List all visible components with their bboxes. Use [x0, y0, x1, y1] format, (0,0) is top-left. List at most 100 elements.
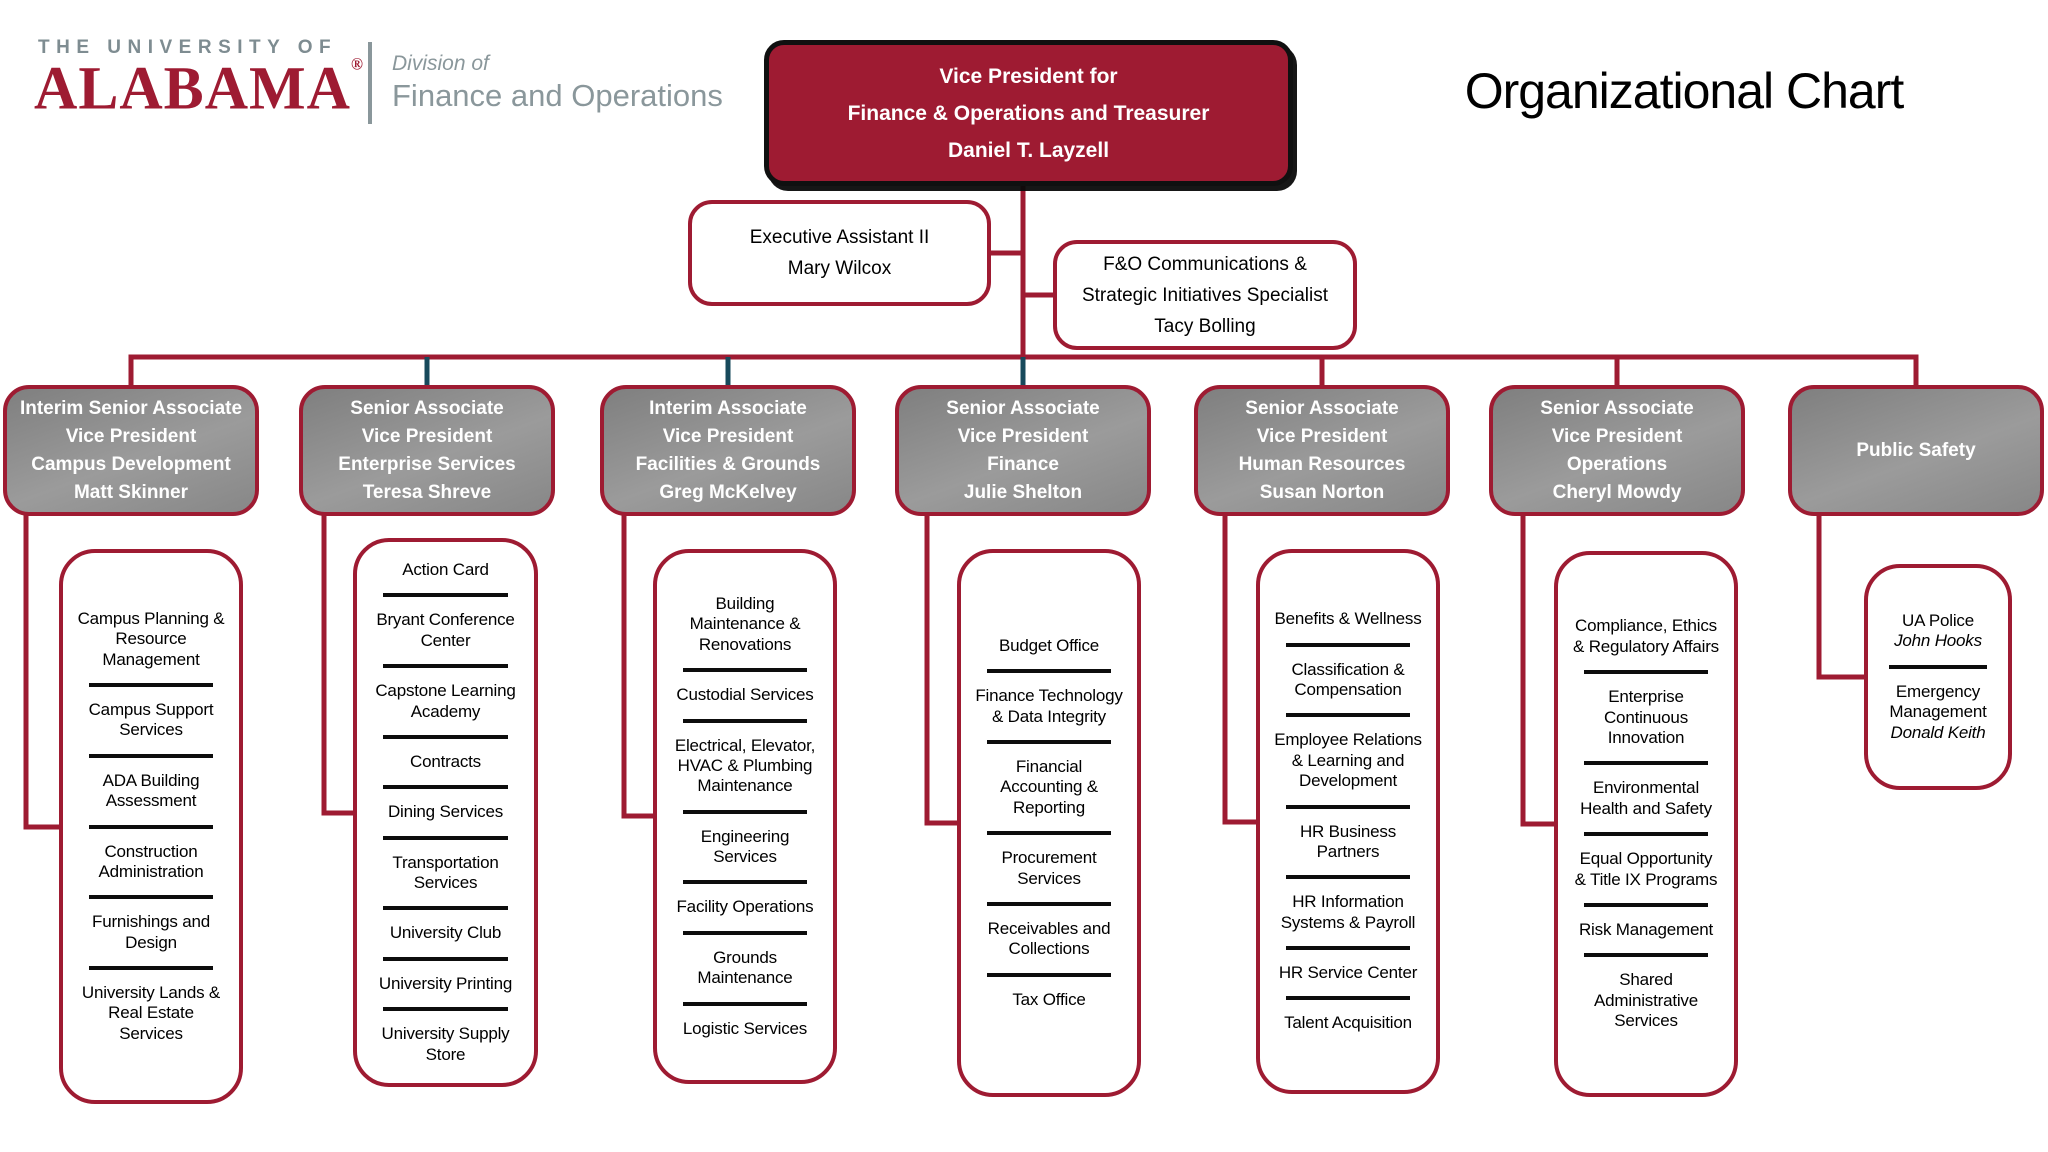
list-elbow-connector — [23, 513, 63, 830]
assistant-name: Mary Wilcox — [787, 258, 892, 279]
division-name: Finance and Operations — [392, 78, 723, 113]
division-header-line: Interim Associate — [649, 397, 807, 419]
item-divider — [382, 593, 509, 598]
division-header: Public Safety — [1788, 385, 2044, 516]
item-divider — [88, 824, 214, 829]
assistant-name: Tacy Bolling — [1154, 315, 1256, 337]
division-header-line: Vice President — [361, 425, 493, 447]
division-header-line: Greg McKelvey — [659, 481, 797, 503]
item-divider — [88, 895, 214, 900]
item-divider — [986, 669, 1112, 674]
org-unit-item: Classification & Compensation — [1291, 659, 1405, 699]
communications-specialist-box: F&O Communications & Strategic Initiativ… — [1053, 240, 1357, 350]
org-unit-item: Receivables and Collections — [987, 918, 1111, 959]
division-header-line: Matt Skinner — [73, 481, 189, 503]
org-unit-item: Grounds Maintenance — [697, 947, 793, 988]
item-divider — [382, 835, 509, 840]
org-unit-item: Employee Relations & Learning and Develo… — [1274, 730, 1422, 791]
division-header-line: Operations — [1566, 453, 1668, 475]
org-unit-item: Custodial Services — [676, 685, 814, 705]
list-elbow-connector — [1520, 513, 1558, 827]
division-header-line: Finance — [987, 453, 1059, 475]
org-unit-item: Dining Services — [387, 802, 504, 822]
alabama-wordmark-text: ALABAMA — [34, 54, 351, 122]
org-unit-item: Financial Accounting & Reporting — [1000, 757, 1098, 817]
item-divider — [1583, 902, 1709, 907]
list-elbow-connector — [1816, 513, 1868, 680]
org-unit-item: Shared Administrative Services — [1594, 970, 1698, 1031]
item-divider — [88, 682, 214, 687]
item-divider — [382, 956, 509, 961]
registered-mark: ® — [351, 56, 364, 74]
division-header-line: Vice President — [65, 425, 197, 447]
org-unit-item: Transportation Services — [392, 852, 499, 893]
list-elbow-connector — [621, 513, 657, 819]
logo-divider-bar — [368, 42, 372, 124]
division-header-line: Facilities & Grounds — [635, 453, 821, 475]
division-header-line: Interim Senior Associate — [19, 397, 243, 419]
division-header-line: Cheryl Mowdy — [1552, 481, 1682, 503]
item-divider — [382, 906, 509, 911]
item-divider — [1285, 996, 1411, 1001]
org-unit-item: University Lands & Real Estate Services — [81, 983, 221, 1043]
division-label: Division of — [392, 52, 489, 75]
org-unit-item: HR Service Center — [1278, 963, 1418, 983]
executive-assistant-box: Executive Assistant II Mary Wilcox — [688, 200, 991, 306]
vice-president-box: Vice President for Finance & Operations … — [764, 40, 1293, 186]
division-header-line: Campus Development — [31, 453, 231, 475]
org-unit-item: Furnishings and Design — [92, 912, 210, 952]
item-divider — [1889, 664, 1987, 669]
division-header-line: Human Resources — [1238, 453, 1406, 475]
item-divider — [88, 753, 214, 758]
vp-title-line: Finance & Operations and Treasurer — [847, 101, 1210, 125]
item-divider — [1583, 670, 1709, 675]
division-header-line: Public Safety — [1856, 439, 1976, 461]
division-header-line: Vice President — [1551, 425, 1683, 447]
page-title: Organizational Chart — [1464, 63, 1905, 119]
org-unit-item: HR Business Partners — [1299, 821, 1397, 861]
org-unit-item: Risk Management — [1578, 919, 1713, 939]
item-divider — [1285, 713, 1411, 718]
alabama-wordmark: ALABAMA® — [34, 53, 364, 123]
org-unit-item: Enterprise Continuous Innovation — [1603, 687, 1688, 748]
org-unit-item: University Printing — [378, 973, 513, 993]
org-unit-item: Building Maintenance & Renovations — [689, 593, 801, 654]
org-unit-item: Finance Technology & Data Integrity — [975, 686, 1123, 726]
assistant-title: F&O Communications & — [1103, 253, 1307, 275]
division-header-line: Vice President — [1256, 425, 1388, 447]
org-unit-item: Talent Acquisition — [1284, 1013, 1412, 1033]
org-unit-item: University Supply Store — [381, 1024, 510, 1064]
item-divider — [382, 664, 509, 669]
item-divider — [682, 809, 808, 814]
org-unit-item: Benefits & Wellness — [1274, 609, 1422, 629]
org-unit-item: Campus Support Services — [88, 699, 214, 740]
org-unit-label: UA Police — [1902, 611, 1974, 631]
list-elbow-connector — [1222, 513, 1260, 825]
item-divider — [986, 972, 1112, 977]
org-unit-item: University Club — [389, 923, 502, 943]
item-divider — [1285, 875, 1411, 880]
item-divider — [682, 668, 808, 673]
division-header-line: Vice President — [957, 425, 1089, 447]
org-unit-person-name: John Hooks — [1894, 631, 1982, 651]
vp-name: Daniel T. Layzell — [947, 138, 1110, 162]
item-divider — [1583, 761, 1709, 766]
division-header-line: Senior Associate — [1540, 397, 1694, 419]
org-unit-item: Logistic Services — [682, 1018, 808, 1038]
org-unit-person-name: Donald Keith — [1890, 722, 1986, 742]
org-unit-item: Capstone Learning Academy — [375, 681, 516, 721]
assistant-title: Executive Assistant II — [749, 227, 930, 248]
org-unit-item: Budget Office — [998, 635, 1100, 655]
assistant-title: Strategic Initiatives Specialist — [1081, 284, 1329, 306]
item-divider — [682, 930, 808, 935]
org-unit-item: Construction Administration — [98, 841, 204, 881]
org-unit-item: Contracts — [410, 751, 481, 771]
